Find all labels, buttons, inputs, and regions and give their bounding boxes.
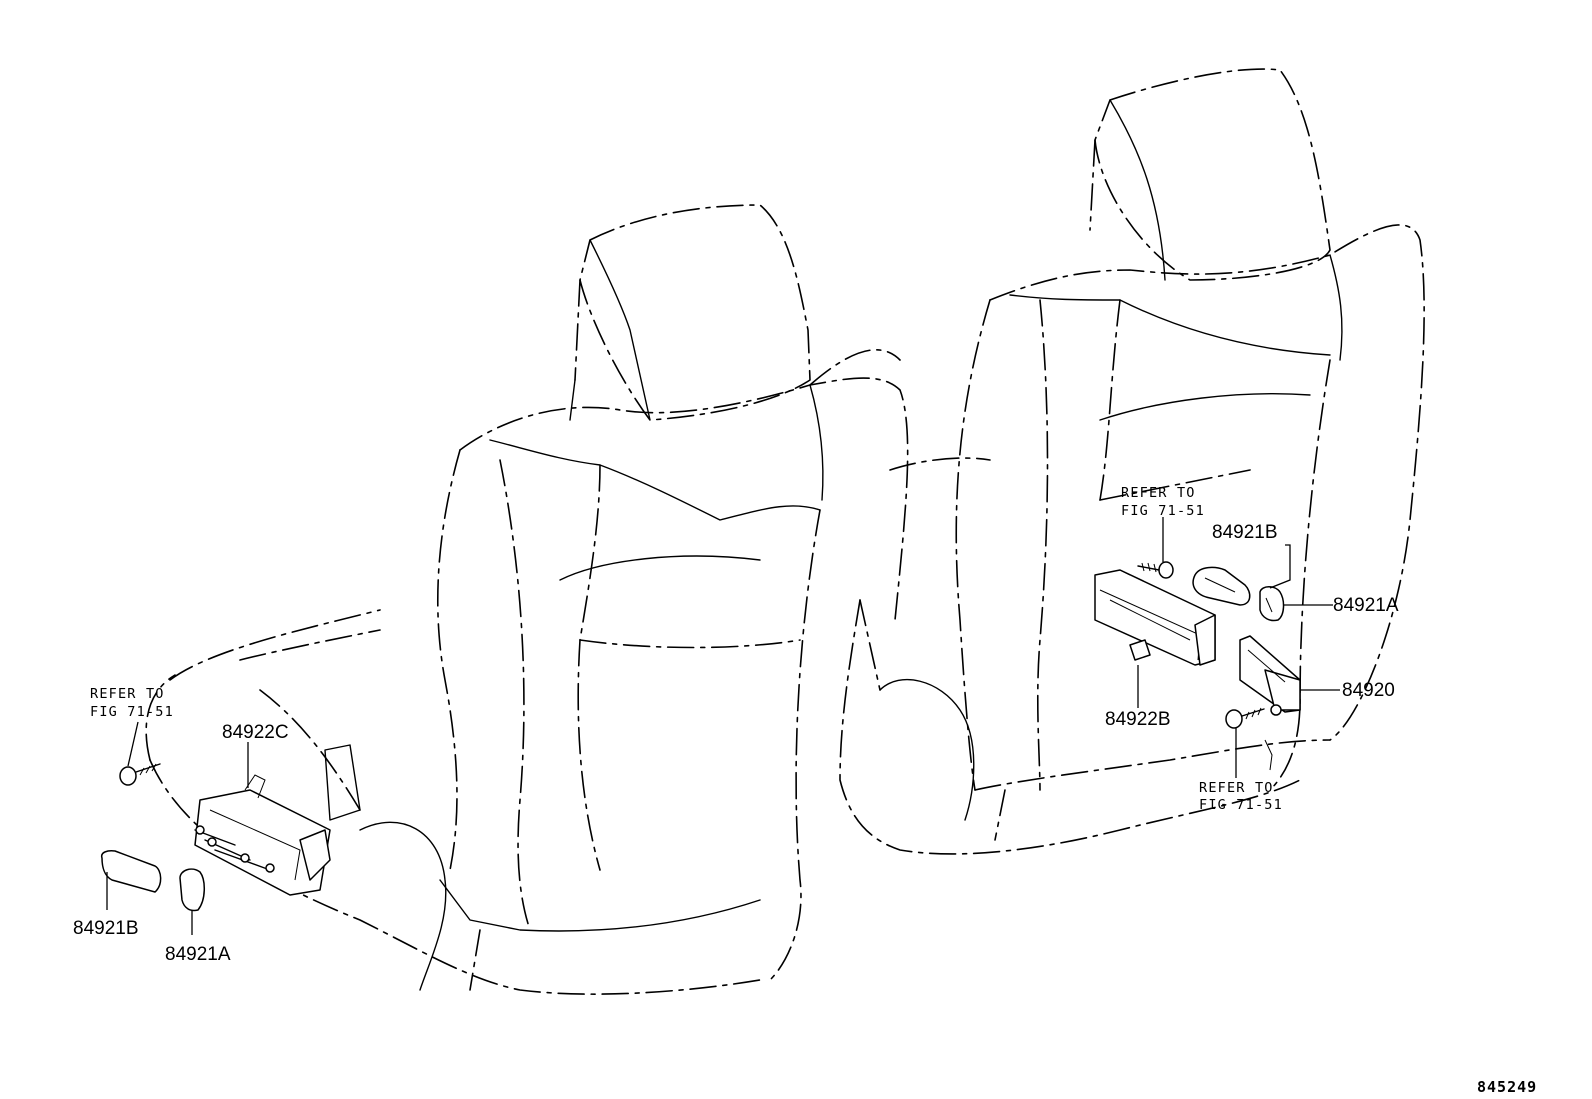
callout-labels: REFER TO FIG 71-51 84922C 84921B 84921A … [73,485,1537,1096]
right-seat-parts [1094,561,1301,771]
left-ref-line1: REFER TO [90,686,165,702]
right-switch-label: 84922B [1105,709,1171,730]
bolt-icon [1225,707,1265,729]
figure-number: 845249 [1477,1078,1537,1096]
left-ref-line2: FIG 71-51 [90,704,174,720]
seat-switch-assembly-icon [1094,569,1216,666]
left-seat-parts [100,763,331,912]
right-ref-top-line1: REFER TO [1121,485,1196,501]
knob-b-icon [1192,566,1251,606]
bolt-icon [119,763,161,786]
left-knob-b-label: 84921B [73,918,139,939]
right-ref-top-line2: FIG 71-51 [1121,503,1205,519]
right-knob-a-label: 84921A [1333,595,1399,616]
right-seat-outline [839,68,1425,855]
knob-a-icon [1259,586,1285,622]
right-knob-b-label: 84921B [1212,522,1278,543]
right-module-label: 84920 [1342,680,1395,701]
knob-b-icon [100,850,162,893]
right-ref-bottom-line2: FIG 71-51 [1199,797,1283,813]
left-knob-a-label: 84921A [165,944,231,965]
right-ref-bottom-line1: REFER TO [1199,780,1274,796]
left-switch-label: 84922C [222,722,289,743]
seat-control-module-icon [1239,635,1301,716]
right-leaders [1137,517,1340,778]
left-leaders [106,721,249,935]
seat-switch-assembly-icon [194,774,331,896]
bolt-icon [1137,561,1174,579]
knob-a-icon [179,868,205,912]
